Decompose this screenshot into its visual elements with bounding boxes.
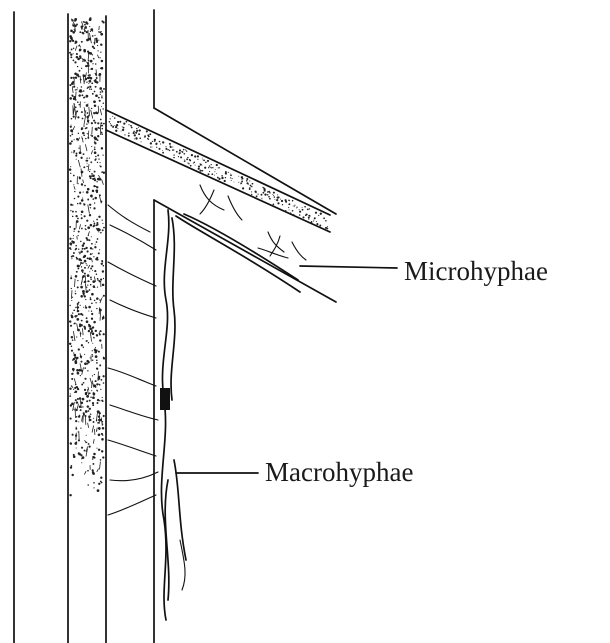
microhyphae-label: Microhyphae bbox=[404, 258, 548, 285]
cross-hyphae bbox=[108, 205, 158, 515]
vertical-wall bbox=[68, 14, 106, 643]
wall-texture bbox=[69, 17, 105, 496]
knot-mark bbox=[160, 388, 170, 410]
branch-texture bbox=[109, 116, 329, 230]
microhyphae-leader-line bbox=[300, 266, 397, 268]
macrohyphae-strands bbox=[160, 210, 186, 620]
macrohyphae-label: Macrohyphae bbox=[265, 459, 413, 486]
branch-wall bbox=[106, 10, 336, 643]
